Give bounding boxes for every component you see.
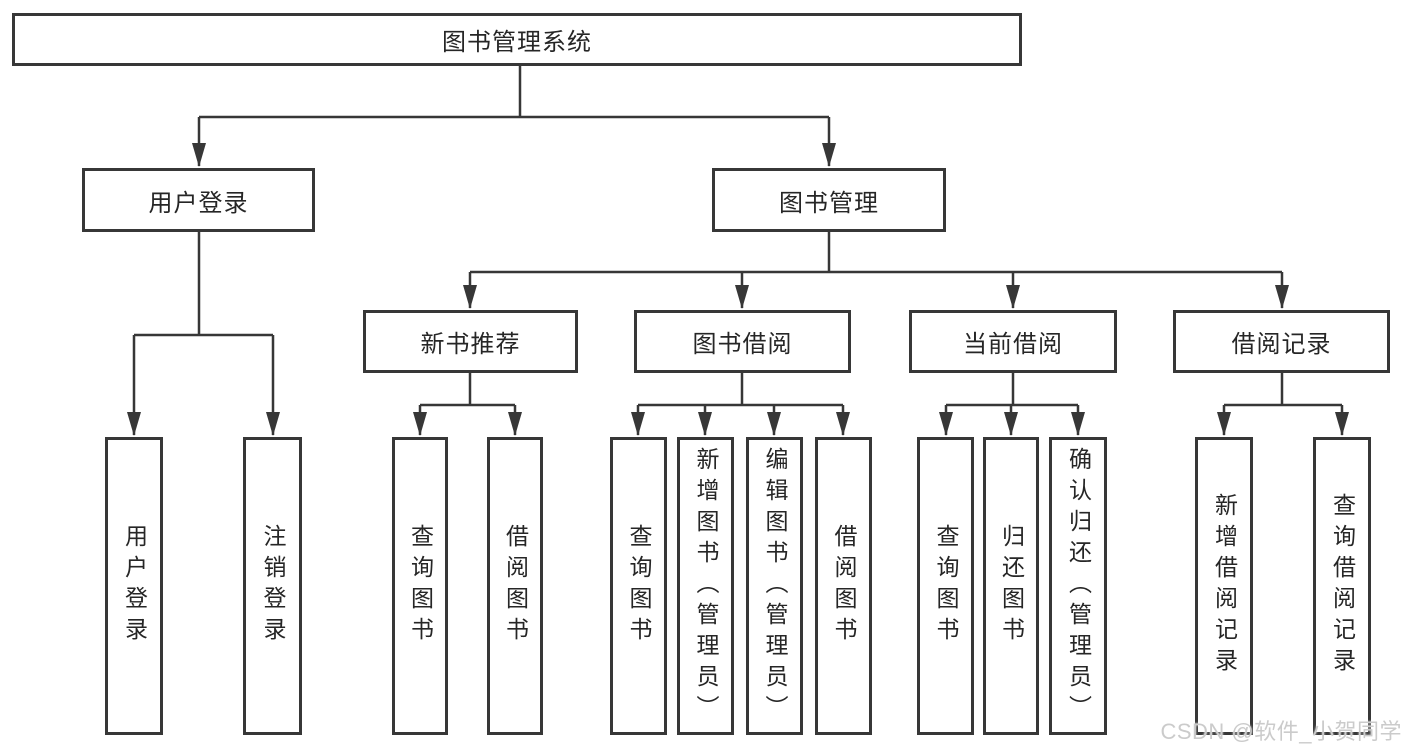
- leaf-user-login: 用户登录: [105, 437, 163, 735]
- node-book-borrowing: 图书借阅: [634, 310, 851, 373]
- node-library-system: 图书管理系统: [12, 13, 1022, 66]
- node-book-management: 图书管理: [712, 168, 946, 232]
- leaf-edit-book-admin: 编辑图书（管理员）: [746, 437, 803, 735]
- leaf-query-borrow-record: 查询借阅记录: [1313, 437, 1371, 735]
- leaf-add-borrow-record: 新增借阅记录: [1195, 437, 1253, 735]
- leaf-borrow-books-1: 借阅图书: [487, 437, 543, 735]
- node-user-login: 用户登录: [82, 168, 315, 232]
- leaf-logout: 注销登录: [243, 437, 302, 735]
- leaf-query-books-3: 查询图书: [917, 437, 974, 735]
- csdn-watermark: CSDN @软件_小贺同学: [1160, 719, 1402, 744]
- leaf-borrow-books-2: 借阅图书: [815, 437, 872, 735]
- leaf-query-books-1: 查询图书: [392, 437, 448, 735]
- node-borrowing-records: 借阅记录: [1173, 310, 1390, 373]
- leaf-confirm-return-admin: 确认归还（管理员）: [1049, 437, 1107, 735]
- leaf-return-book: 归还图书: [983, 437, 1039, 735]
- node-current-borrowing: 当前借阅: [909, 310, 1117, 373]
- leaf-add-book-admin: 新增图书（管理员）: [677, 437, 734, 735]
- node-new-book-recommend: 新书推荐: [363, 310, 578, 373]
- leaf-query-books-2: 查询图书: [610, 437, 667, 735]
